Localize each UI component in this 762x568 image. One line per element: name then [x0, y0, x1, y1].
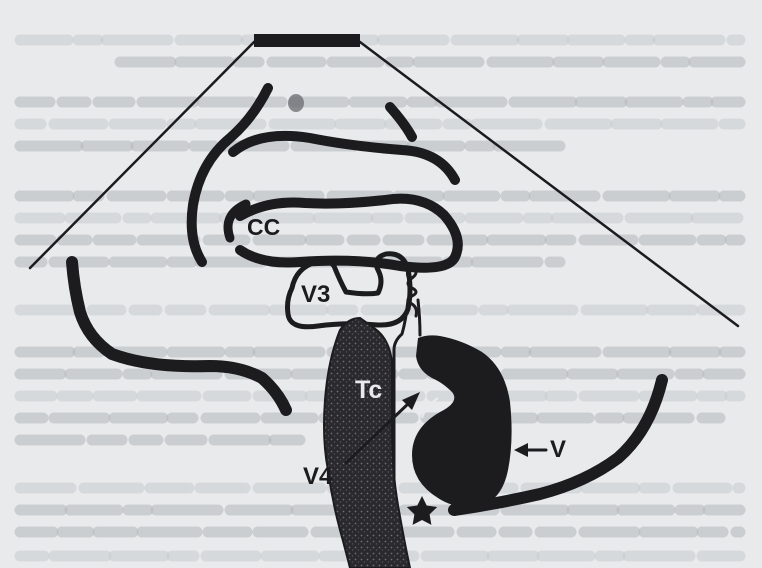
arrow-v-head: [514, 443, 528, 457]
occipital-curve-left: [72, 262, 286, 410]
cingulate-arc-right: [390, 107, 412, 137]
label-brainstem: Tc: [355, 378, 382, 403]
label-fourth-ventricle: V4: [303, 465, 332, 489]
sector-left-edge: [30, 42, 254, 268]
fourth-ventricle-cerebellum: [412, 335, 512, 507]
echo-artifact: [288, 94, 304, 112]
star-icon: [407, 496, 437, 525]
callosal-arc-upper: [233, 136, 455, 180]
probe-bar-icon: [254, 34, 360, 47]
sector-right-edge: [360, 42, 738, 326]
aqueduct-channel-right: [418, 300, 420, 335]
label-corpus-callosum: CC: [247, 216, 280, 239]
corpus-callosum-inner: [228, 204, 246, 238]
label-third-ventricle: V3: [301, 283, 330, 307]
label-ventricle: V: [550, 438, 566, 462]
